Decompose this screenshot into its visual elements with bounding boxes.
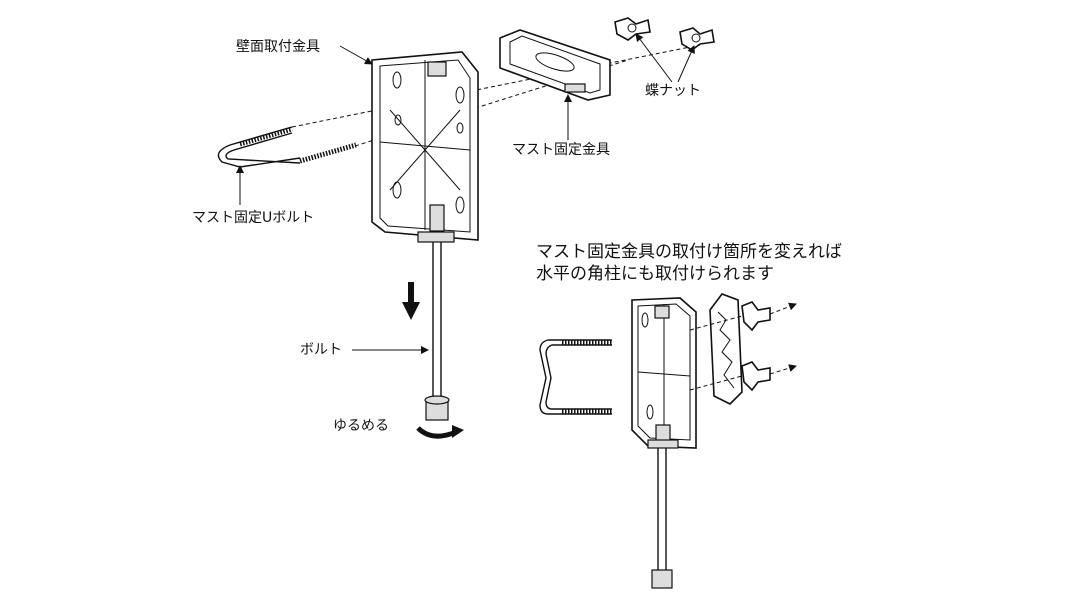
wing-nut-1 xyxy=(614,17,651,41)
u-bolt-main xyxy=(217,126,357,168)
mast-clamp-bracket xyxy=(499,29,611,101)
rotate-arrow-icon xyxy=(416,426,457,439)
label-wing-nut: 蝶ナット xyxy=(645,83,701,99)
caption: マスト固定金具の取付け箇所を変えれば 水平の角柱にも取付けられます xyxy=(536,241,842,285)
leader-wall-bracket xyxy=(339,45,373,65)
guide-lines xyxy=(291,44,701,147)
leader-wing-nut-2 xyxy=(677,45,695,83)
wing-nut-2 xyxy=(679,27,715,51)
wall-bracket xyxy=(371,51,479,243)
down-arrow-icon xyxy=(402,282,420,320)
label-bolt: ボルト xyxy=(300,342,342,358)
label-loosen: ゆるめる xyxy=(333,418,389,434)
label-u-bolt: マスト固定Uボルト xyxy=(192,210,315,226)
alt-assembly xyxy=(539,293,797,589)
label-wall-bracket: 壁面取付金具 xyxy=(236,39,320,55)
leader-wing-nut-1 xyxy=(635,33,673,83)
caption-line-1: マスト固定金具の取付け箇所を変えれば xyxy=(536,242,842,262)
caption-line-2: 水平の角柱にも取付けられます xyxy=(536,264,774,284)
bolt-main xyxy=(424,242,450,421)
label-mast-bracket: マスト固定金具 xyxy=(512,142,610,158)
